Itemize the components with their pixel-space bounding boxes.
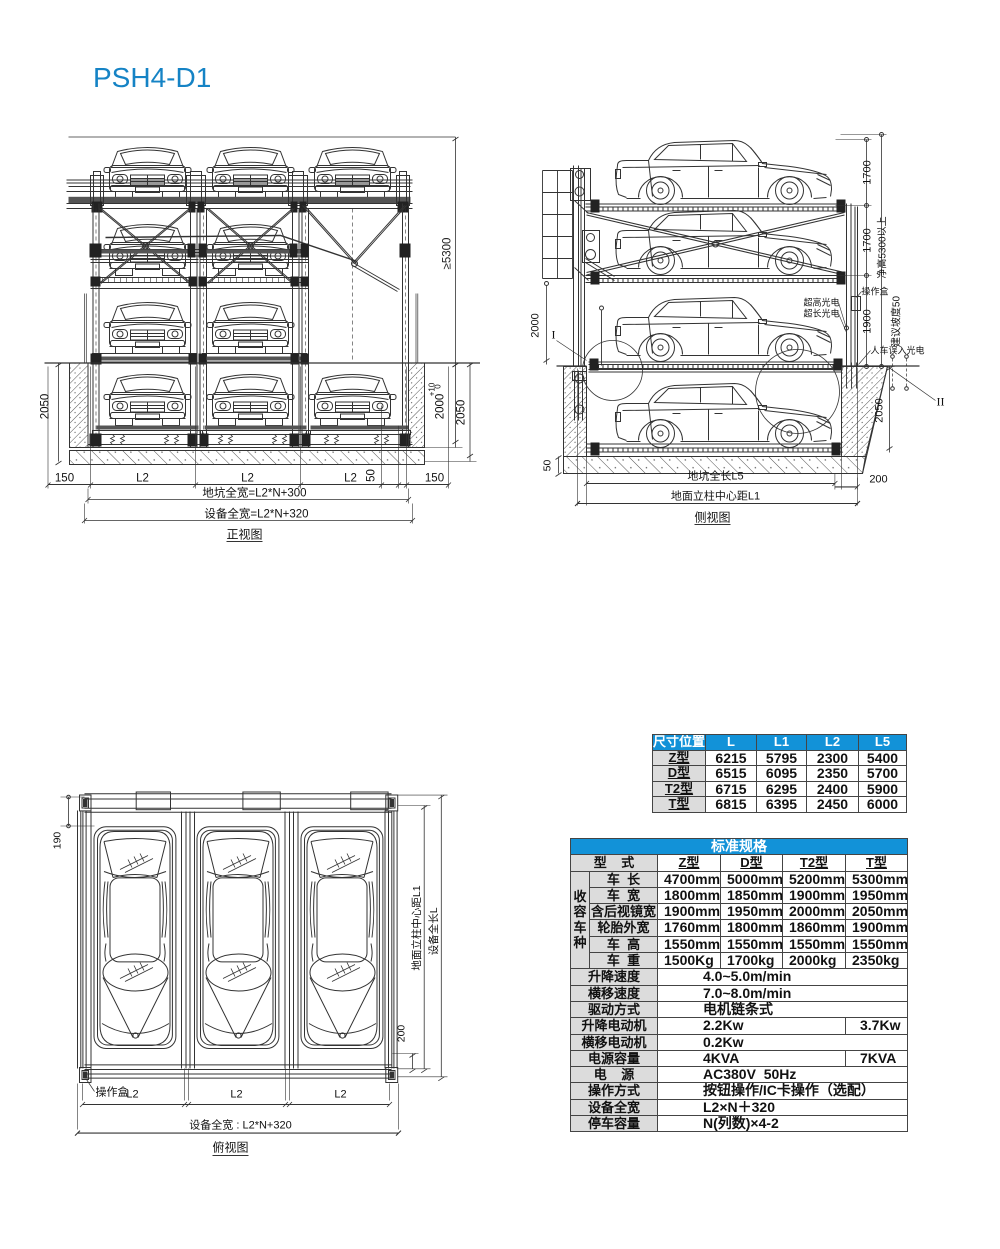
svg-text:+10: +10 xyxy=(428,382,437,396)
svg-text:俯视图: 俯视图 xyxy=(212,1140,248,1155)
svg-text:≥5300: ≥5300 xyxy=(442,238,454,270)
svg-text:侧视图: 侧视图 xyxy=(694,510,730,525)
svg-text:2050: 2050 xyxy=(874,398,886,422)
svg-text:超高光电: 超高光电 xyxy=(804,297,840,308)
svg-text:净高5300以上: 净高5300以上 xyxy=(876,216,889,278)
svg-text:L2: L2 xyxy=(241,473,254,485)
svg-text:正视图: 正视图 xyxy=(226,527,262,542)
svg-text:操作盒: 操作盒 xyxy=(96,1085,129,1099)
svg-text:2050: 2050 xyxy=(456,400,468,426)
svg-text:设备全宽=L2*N+320: 设备全宽=L2*N+320 xyxy=(204,507,308,521)
svg-text:50: 50 xyxy=(542,460,554,472)
svg-text:L2: L2 xyxy=(230,1089,242,1101)
svg-text:1700: 1700 xyxy=(862,160,874,184)
svg-text:超长光电: 超长光电 xyxy=(804,308,840,319)
svg-text:地坑全长L5: 地坑全长L5 xyxy=(687,469,743,483)
svg-text:2000: 2000 xyxy=(435,394,447,420)
svg-text:L2: L2 xyxy=(334,1089,346,1101)
svg-text:地面立柱中心距L1: 地面立柱中心距L1 xyxy=(410,885,423,970)
svg-text:建议坡度50: 建议坡度50 xyxy=(890,296,903,348)
svg-text:地坑全宽=L2*N+300: 地坑全宽=L2*N+300 xyxy=(202,486,306,500)
svg-text:I: I xyxy=(552,328,556,342)
svg-text:1900: 1900 xyxy=(862,309,874,333)
svg-text:L2: L2 xyxy=(344,473,357,485)
svg-text:2050: 2050 xyxy=(40,394,52,420)
svg-text:设备全长L: 设备全长L xyxy=(427,907,440,955)
svg-text:II: II xyxy=(937,395,945,409)
svg-text:190: 190 xyxy=(52,832,64,850)
svg-text:200: 200 xyxy=(396,1025,408,1043)
svg-text:200: 200 xyxy=(869,474,887,486)
svg-text:L2: L2 xyxy=(136,473,149,485)
svg-text:L2: L2 xyxy=(126,1089,138,1101)
svg-text:2000: 2000 xyxy=(530,313,542,337)
svg-text:地面立柱中心距L1: 地面立柱中心距L1 xyxy=(671,489,760,503)
svg-text:1700: 1700 xyxy=(862,228,874,252)
svg-text:150: 150 xyxy=(425,473,444,485)
svg-text:150: 150 xyxy=(55,473,74,485)
svg-text:0: 0 xyxy=(434,384,443,389)
svg-text:人车误入光电: 人车误入光电 xyxy=(871,345,925,356)
svg-text:设备全宽 : L2*N+320: 设备全宽 : L2*N+320 xyxy=(189,1118,291,1132)
svg-text:50: 50 xyxy=(366,469,378,482)
svg-text:操作盒: 操作盒 xyxy=(862,286,889,297)
